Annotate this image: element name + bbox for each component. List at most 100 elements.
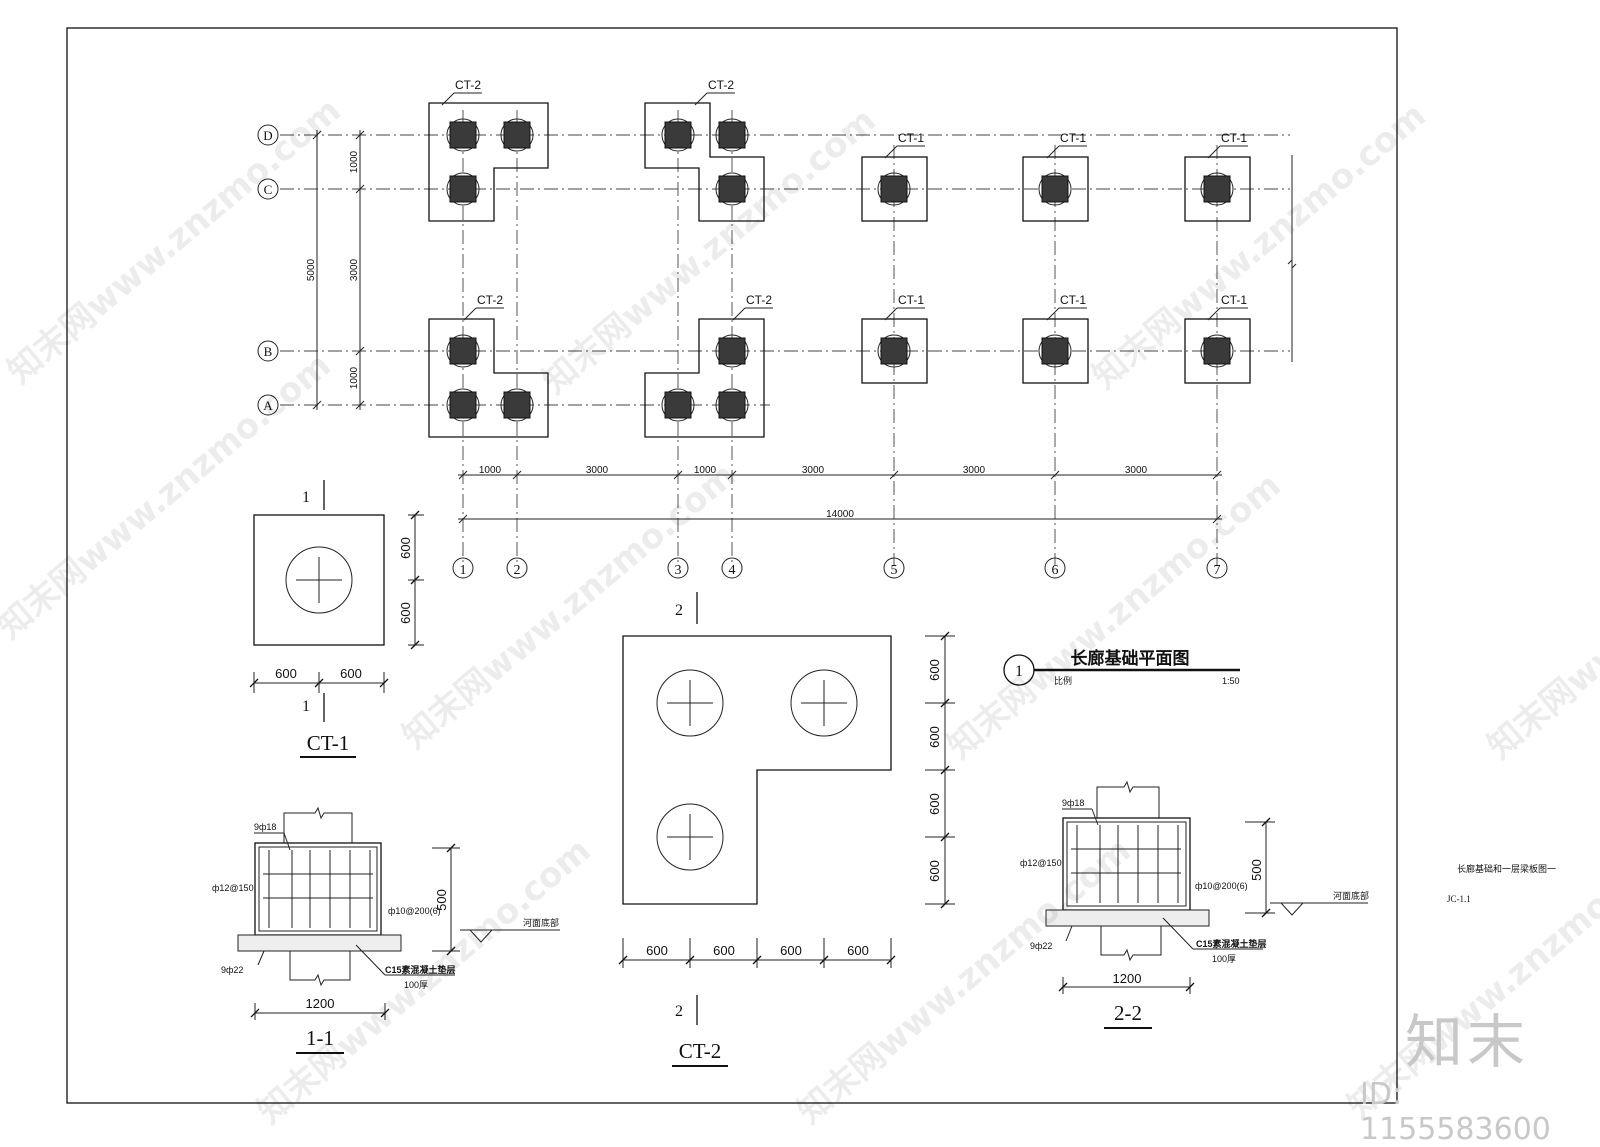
ct2-dim-v3: 600 — [927, 793, 942, 815]
dim-bottom-1: 1000 — [479, 465, 502, 476]
footing-leaders — [441, 92, 1248, 321]
dim-bottom-4: 3000 — [802, 465, 825, 476]
grid-label-4: 4 — [729, 563, 736, 578]
sec1-pile-cap — [254, 842, 382, 936]
watermark-id: ID: 1155583600 — [1360, 1077, 1551, 1147]
tag-ct2: CT-2 — [708, 78, 734, 92]
footing-ct2-bottom-left — [428, 318, 549, 438]
dim-bottom-3: 1000 — [694, 465, 717, 476]
sec2-rebar-top: 9ф18 — [1062, 798, 1084, 808]
grid-label-c: C — [264, 182, 273, 197]
sec1-title: 1-1 — [306, 1026, 334, 1050]
footing-ct2-top-right — [644, 102, 765, 222]
sec1-stirrup: ф10@200(6) — [388, 906, 441, 916]
footing-ct1-c6 — [1022, 156, 1089, 222]
tag-ct1: CT-1 — [898, 131, 924, 145]
ct1-outline — [253, 514, 385, 646]
ct1-cut-label-bottom: 1 — [302, 698, 310, 715]
scale-label: 比例 — [1054, 675, 1072, 686]
sec1-height: 500 — [434, 889, 449, 911]
ct2-dim-h4: 600 — [847, 943, 869, 958]
footing-ct1-c7 — [1184, 156, 1251, 222]
dim-ticks-bottom — [458, 470, 1222, 524]
sec1-rebar-side: ф12@150 — [212, 883, 254, 893]
ct2-dim-v2: 600 — [927, 726, 942, 748]
dim-left-1000-top: 1000 — [349, 150, 360, 173]
foundation-plan: D C B A 5000 1000 3000 1000 — [257, 78, 1297, 579]
footing-ct2-top-left — [428, 102, 549, 222]
watermark-text: 知末网www.znzmo.com — [250, 830, 599, 1131]
dim-bottom-6: 3000 — [1125, 465, 1148, 476]
dim-ticks-left — [312, 130, 365, 410]
tag-ct2: CT-2 — [477, 293, 503, 307]
footing-ct1-b7 — [1184, 318, 1251, 384]
dim-bottom-5: 3000 — [963, 465, 986, 476]
footing-ct1-c5 — [861, 156, 928, 222]
sec1-riverbed: 河面底部 — [523, 917, 559, 928]
ct1-title: CT-1 — [307, 731, 349, 755]
footing-ct1-b5 — [861, 318, 928, 384]
sec1-rebar-top: 9ф18 — [254, 822, 276, 832]
tag-ct2: CT-2 — [455, 78, 481, 92]
sec2-riverbed: 河面底部 — [1333, 890, 1369, 901]
sec2-cushion — [1045, 909, 1210, 927]
grid-bubble-c — [257, 178, 279, 200]
ct2-dim-v1: 600 — [927, 659, 942, 681]
grid-label-d: D — [263, 128, 272, 143]
watermark-text: 知末网www.znzmo.com — [1085, 95, 1434, 397]
break-mark — [1287, 258, 1297, 270]
dim-left-1000-bottom: 1000 — [349, 366, 360, 389]
ct1-detail: 1 1 600 600 600 600 CT-1 — [249, 480, 424, 758]
watermark-text: 知末网www.znzmo.com — [1480, 465, 1600, 767]
grid-label-6: 6 — [1052, 563, 1059, 578]
ct1-dim-v2: 600 — [398, 602, 413, 624]
watermark-text: 知末网www.znzmo.com — [0, 90, 349, 392]
ct2-cut-label-bottom: 2 — [675, 1003, 683, 1020]
grid-label-3: 3 — [675, 563, 682, 578]
section-2-2: 500 河面底部 1200 9ф18 ф12@150 ф10@200(6) 9ф… — [1020, 780, 1369, 1029]
tag-ct1: CT-1 — [1060, 293, 1086, 307]
ct1-pile — [285, 546, 353, 614]
sec2-width: 1200 — [1113, 971, 1142, 986]
grid-label-1: 1 — [460, 563, 467, 578]
ct1-dim-h2: 600 — [340, 666, 362, 681]
dim-left-5000: 5000 — [306, 258, 317, 281]
sec1-cushion-thk: 100厚 — [404, 980, 428, 990]
title-index: 1 — [1015, 663, 1023, 680]
sec1-cushion — [237, 934, 402, 952]
tag-ct1: CT-1 — [1060, 131, 1086, 145]
footing-ct1-b6 — [1022, 318, 1089, 384]
grid-bubble-a — [257, 394, 279, 416]
sec1-cushion-label: C15素混凝土垫层 — [385, 964, 456, 975]
scale-value: 1:50 — [1222, 676, 1240, 686]
ct1-cut-label-top: 1 — [302, 489, 310, 506]
ct1-dim-h1: 600 — [275, 666, 297, 681]
dim-total: 14000 — [826, 509, 854, 520]
sheet-code: JC-1.1 — [1447, 894, 1471, 904]
sec2-height: 500 — [1249, 859, 1264, 881]
plan-title: 长廊基础平面图 — [1071, 648, 1190, 668]
watermark-text: 知末网www.znzmo.com — [940, 465, 1289, 767]
ct2-dim-h2: 600 — [713, 943, 735, 958]
tag-ct1: CT-1 — [898, 293, 924, 307]
dim-left-3000: 3000 — [349, 258, 360, 281]
tag-ct1: CT-1 — [1221, 293, 1247, 307]
plan-title-block: 1 长廊基础平面图 比例 1:50 — [1003, 648, 1240, 686]
sec1-width: 1200 — [306, 996, 335, 1011]
grid-label-b: B — [264, 344, 273, 359]
grid-label-2: 2 — [514, 563, 521, 578]
sec2-rebar-bottom: 9ф22 — [1030, 941, 1052, 951]
columns — [446, 118, 1234, 422]
ct2-dim-v4: 600 — [927, 860, 942, 882]
watermark-text: 知末网www.znzmo.com — [0, 345, 339, 647]
ct2-dim-h1: 600 — [646, 943, 668, 958]
grid-label-5: 5 — [891, 563, 898, 578]
sec1-rebar-bottom: 9ф22 — [221, 965, 243, 975]
footing-ct2-bottom-right — [644, 318, 765, 438]
watermark-text: 知末网www.znzmo.com — [395, 455, 744, 757]
dim-bottom-2: 3000 — [586, 465, 609, 476]
ct2-title: CT-2 — [679, 1039, 721, 1063]
grid-label-7: 7 — [1214, 563, 1221, 578]
tag-ct2: CT-2 — [746, 293, 772, 307]
ct2-piles — [656, 669, 858, 871]
